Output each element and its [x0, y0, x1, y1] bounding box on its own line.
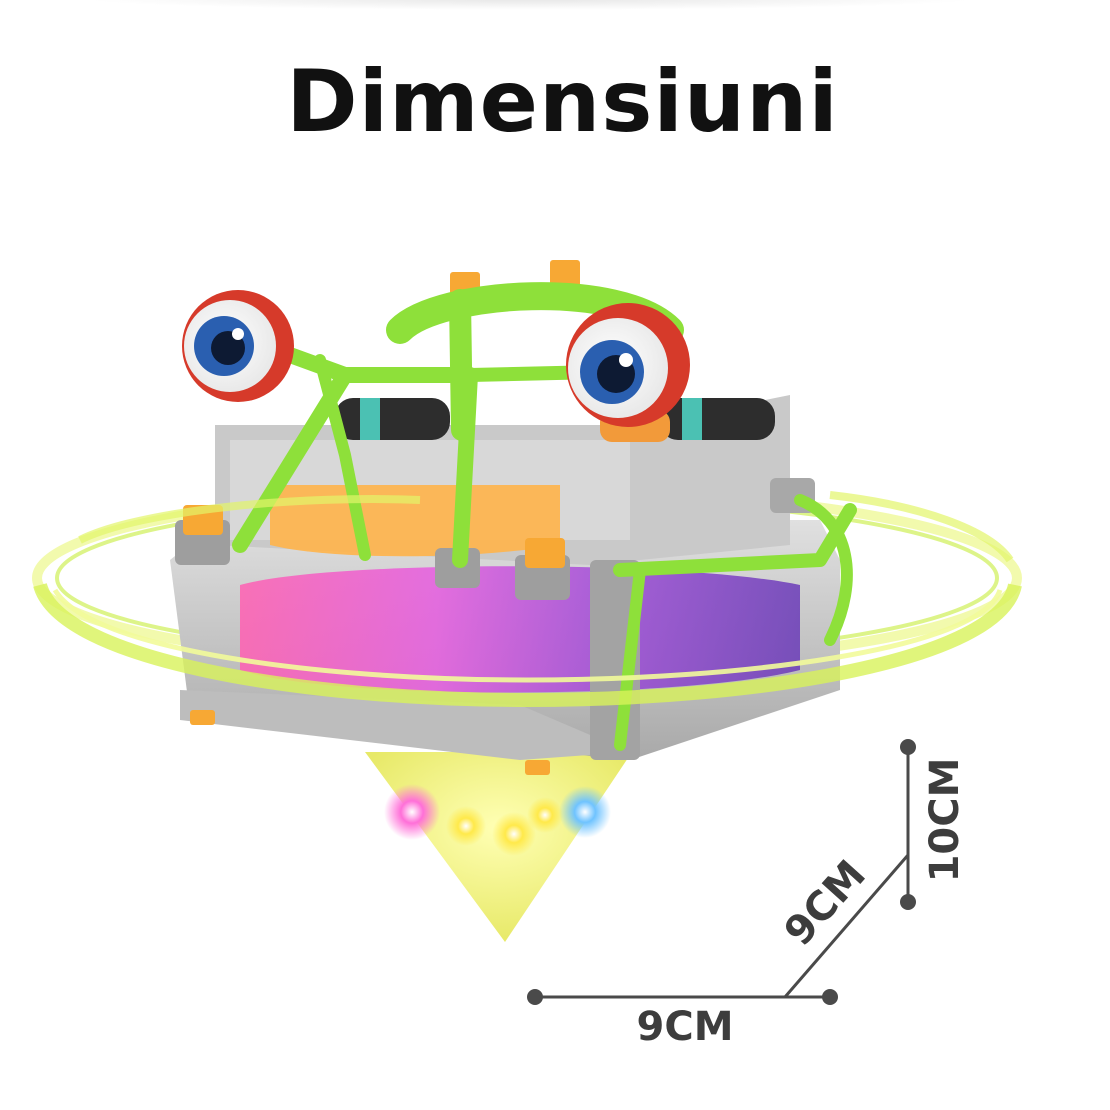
toy-body [170, 260, 840, 775]
led-sparkles [384, 784, 611, 856]
right-eye-icon [566, 303, 690, 427]
width-dimension-label: 9CM [637, 1004, 734, 1050]
height-dimension-label: 10CM [922, 758, 968, 883]
depth-dimension-label: 9CM [776, 852, 875, 955]
glow-ring-front [33, 491, 1022, 708]
top-shadow-edge [80, 0, 980, 10]
left-eye-icon [182, 290, 294, 402]
dimension-diagram [527, 739, 916, 1005]
green-frame [232, 282, 857, 751]
page-title: Dimensiuni [286, 52, 839, 152]
